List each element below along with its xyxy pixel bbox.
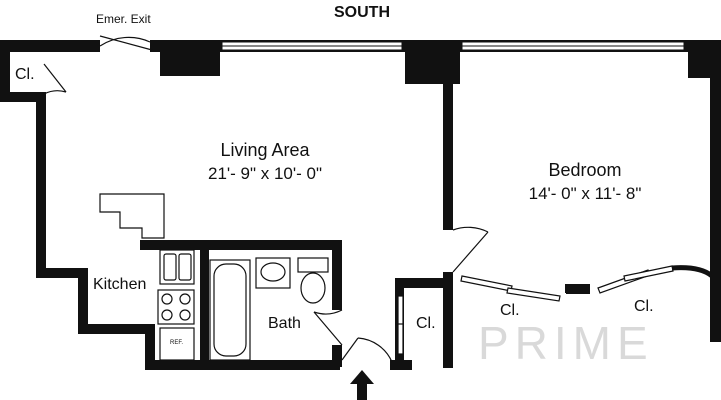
kitchen-label: Kitchen: [93, 276, 147, 293]
wall-partition-lower: [443, 272, 453, 368]
wall-top-left: [0, 40, 100, 52]
wall-bath-right-stub: [332, 345, 342, 367]
closet-label-bedroom-2: Cl.: [634, 298, 654, 315]
wall-kitchen-bottom-step: [78, 324, 153, 334]
living-area-name: Living Area: [220, 140, 310, 160]
wall-left-closet-bottom: [0, 92, 44, 102]
closet-label-bedroom-1: Cl.: [500, 302, 520, 319]
bath-label: Bath: [268, 315, 301, 332]
bedroom-closet-wall-piece: [565, 284, 589, 293]
kitchen-counter: [99, 193, 165, 239]
wall-kitchen-left-lower: [145, 324, 155, 368]
entry-door: [341, 337, 393, 363]
bedroom-door: [452, 226, 489, 273]
bedroom-closet-doors: [460, 265, 674, 302]
bedroom-dimensions: 14'- 0" x 11'- 8": [528, 184, 642, 203]
kitchen-stove: [157, 289, 195, 325]
wall-bath-top: [200, 240, 342, 250]
entry-arrow: [350, 370, 374, 400]
bedroom-label: Bedroom 14'- 0" x 11'- 8": [510, 160, 660, 204]
closet-label-top-left: Cl.: [15, 66, 35, 83]
wall-bottom-left: [145, 360, 340, 370]
orientation-label: SOUTH: [334, 4, 390, 21]
bath-sink: [255, 257, 291, 289]
kitchen-refrigerator: [159, 327, 195, 361]
living-area-label: Living Area 21'- 9" x 10'- 0": [180, 140, 350, 184]
wall-partition: [443, 52, 453, 230]
wall-left-kitchen: [78, 268, 88, 332]
living-area-dimensions: 21'- 9" x 10'- 0": [207, 164, 322, 183]
emergency-exit-door: [99, 35, 153, 51]
kitchen-sink: [159, 249, 195, 285]
entry-closet-door: [397, 295, 404, 355]
wall-right: [710, 52, 721, 342]
wall-entry-closet-top: [395, 278, 453, 288]
wall-bath-right: [332, 240, 342, 310]
emergency-exit-label: Emer. Exit: [96, 12, 151, 26]
wall-left: [36, 92, 46, 277]
bedroom-closet-right-curve: [671, 265, 714, 279]
wall-top-pier-1: [160, 40, 220, 76]
windows: [221, 41, 685, 51]
wall-left-jog: [36, 268, 86, 278]
bedroom-name: Bedroom: [548, 160, 622, 180]
closet-door-top-left: [43, 63, 67, 95]
wall-bath-left: [200, 240, 209, 368]
refrigerator-label: REF.: [170, 340, 184, 346]
wall-left-upper: [0, 40, 10, 100]
bathtub: [209, 259, 251, 361]
toilet: [297, 257, 329, 304]
watermark: PRIME: [478, 317, 654, 369]
bath-door: [313, 309, 343, 346]
closet-label-entry: Cl.: [416, 315, 436, 332]
wall-kitchen-top: [140, 240, 240, 250]
